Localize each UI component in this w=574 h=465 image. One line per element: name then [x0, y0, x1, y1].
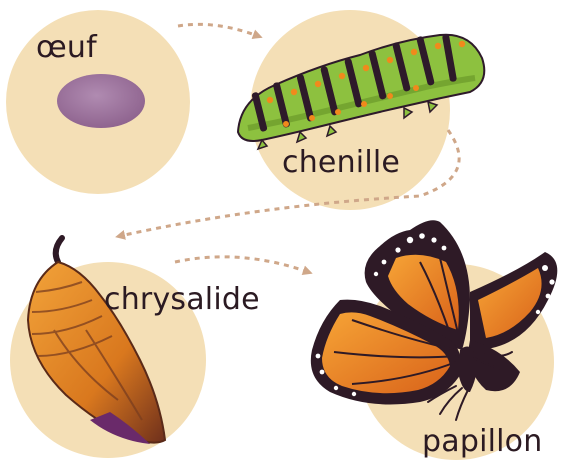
- butterfly-label: papillon: [422, 424, 543, 459]
- arrow-egg-to-caterpillar: [177, 22, 263, 39]
- caterpillar-icon: [236, 33, 486, 151]
- chrysalis-icon: [26, 235, 167, 444]
- arrow-chrysalis-to-butterfly: [174, 255, 313, 276]
- egg-icon: [57, 74, 145, 128]
- caterpillar-label: chenille: [282, 145, 401, 180]
- chrysalis-label: chrysalide: [104, 282, 260, 317]
- egg-label: œuf: [36, 30, 97, 65]
- arrow-caterpillar-to-chrysalis: [115, 129, 461, 240]
- butterfly-icon: [310, 220, 558, 421]
